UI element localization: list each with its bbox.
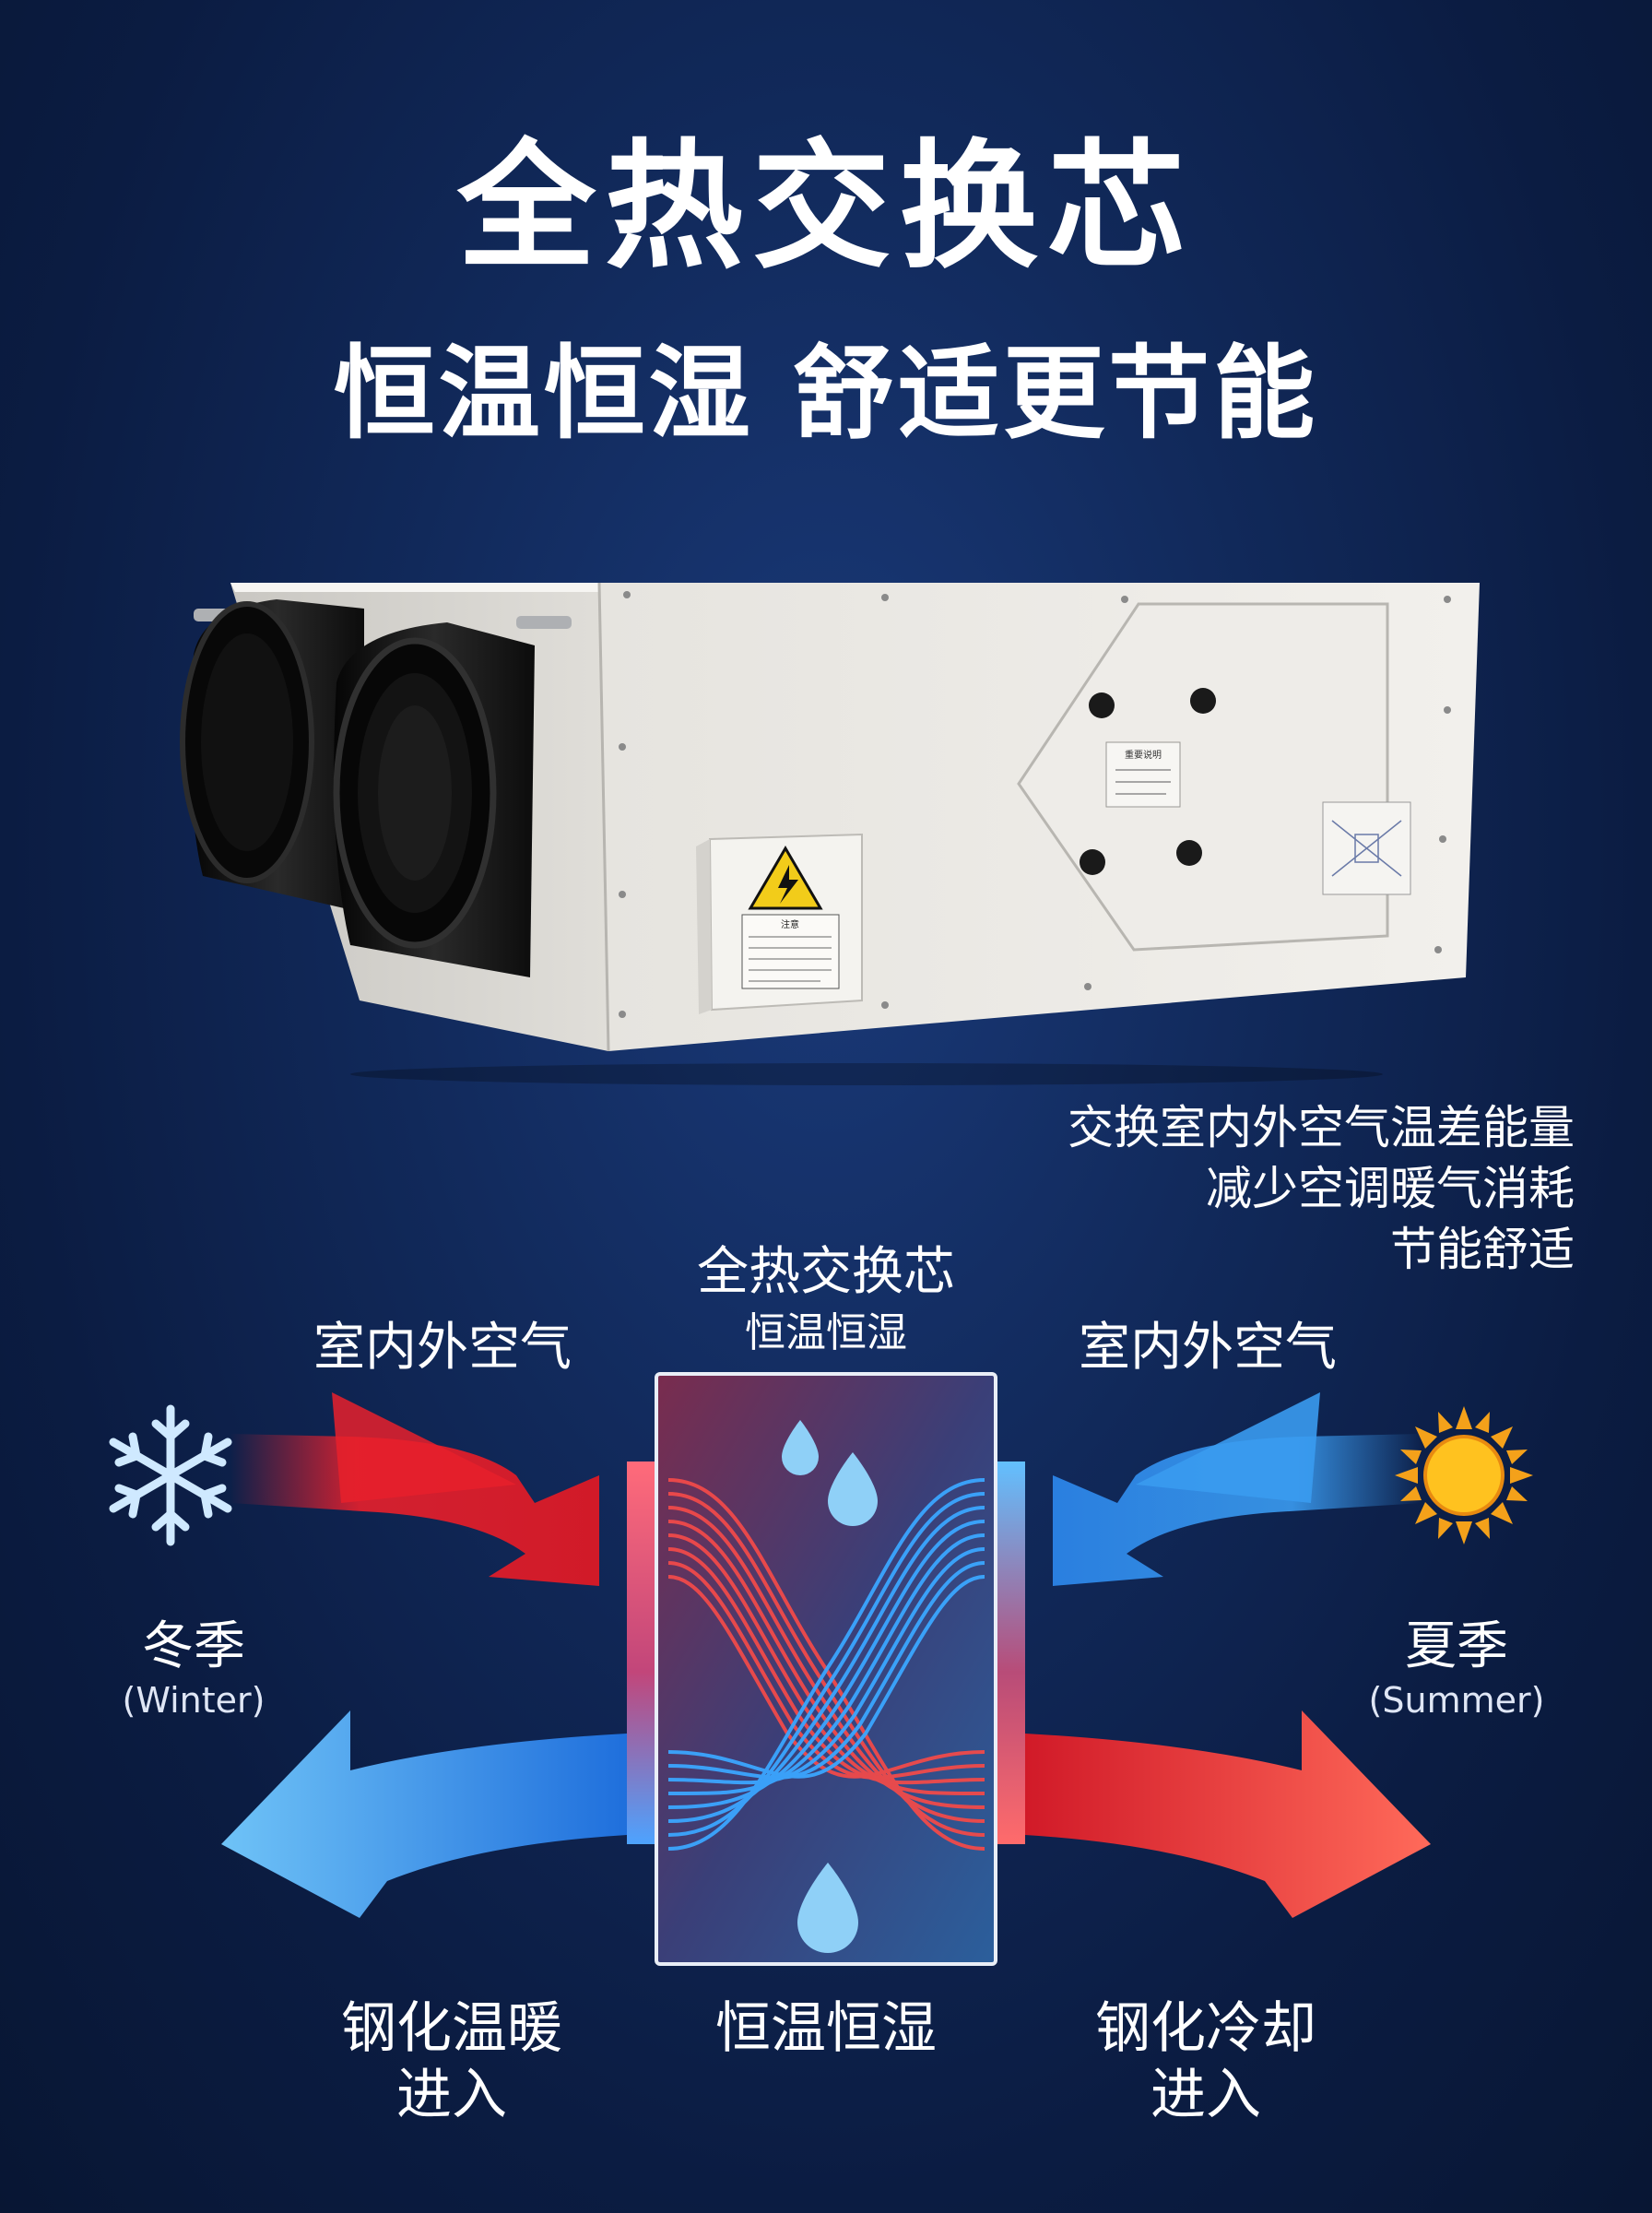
core-subtitle: 恒温恒湿 [745, 1309, 907, 1356]
panel-knobs [1080, 688, 1216, 875]
description-line: 交换室内外空气温差能量 [1068, 1101, 1575, 1154]
summer-inflow-arrow [1053, 1434, 1422, 1586]
summer-air-label: 室内外空气 [1079, 1318, 1337, 1378]
sun-icon [1395, 1406, 1533, 1544]
cool-air-waves [667, 1478, 985, 1851]
snowflake-icon [109, 1404, 232, 1546]
access-panel [1017, 602, 1389, 952]
description-line: 减少空调暖气消耗 [1206, 1162, 1575, 1215]
air-duct-right [333, 622, 535, 977]
warning-sticker-title: 注意 [781, 918, 799, 930]
core-bottom-label: 恒温恒湿 [715, 1996, 937, 2061]
core-title: 全热交换芯 [697, 1242, 955, 1302]
page-title: 全热交换芯 [456, 127, 1195, 288]
winter-air-label: 室内外空气 [313, 1318, 572, 1378]
summer-season-label: 夏季 [1405, 1616, 1508, 1676]
summer-result-line1: 钢化冷却 [1095, 1996, 1316, 2061]
winter-season-label: 冬季 [142, 1616, 245, 1676]
water-drop-icon [782, 1420, 878, 1526]
page-subtitle: 恒温恒湿 舒适更节能 [333, 335, 1319, 453]
winter-season-en: (Winter) [122, 1680, 266, 1721]
panel-sticker-title: 重要说明 [1125, 749, 1162, 761]
airflow-diagram [109, 1372, 1533, 1966]
winter-result-line1: 钢化温暖 [341, 1996, 562, 2061]
summer-outflow-arrow [1025, 1710, 1431, 1918]
summer-season-en: (Summer) [1368, 1680, 1545, 1721]
air-duct-left [180, 599, 364, 913]
winter-outflow-arrow [221, 1710, 627, 1918]
feature-description: 交换室内外空气温差能量 减少空调暖气消耗 节能舒适 [929, 1097, 1575, 1280]
winter-result-line2: 进入 [396, 2063, 507, 2127]
core-inlet-right [994, 1462, 1025, 1844]
water-drop-icon [797, 1863, 858, 1953]
core-inlet-left [627, 1462, 658, 1844]
description-line: 节能舒适 [1390, 1223, 1575, 1276]
heat-exchanger-device: 重要说明 注意 [180, 582, 1480, 1085]
winter-inflow-arrow [230, 1434, 599, 1586]
mount-bracket [516, 616, 572, 629]
summer-result-line2: 进入 [1150, 2063, 1261, 2127]
